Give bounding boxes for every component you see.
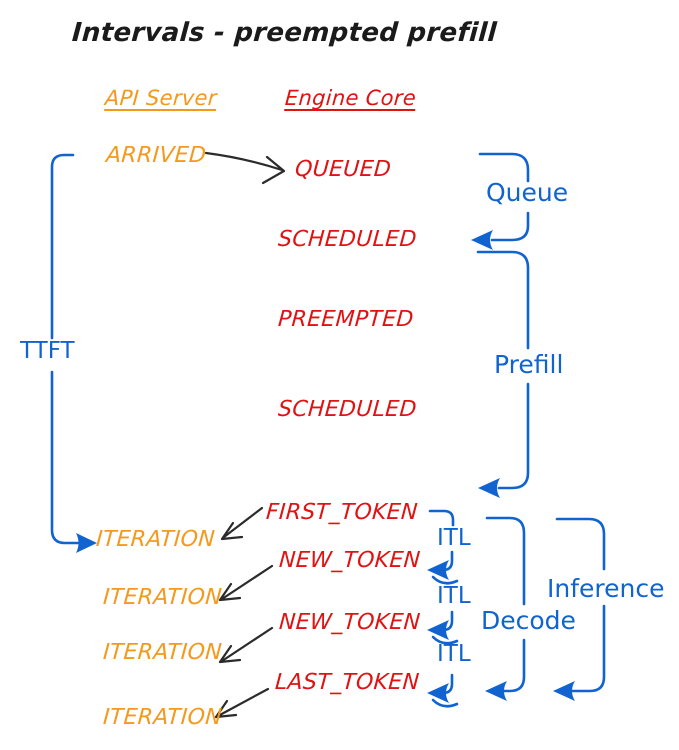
event-iteration-3: ITERATION	[102, 640, 223, 665]
decode-bracket-upper	[485, 516, 526, 606]
inference-arrowhead-icon	[553, 681, 575, 701]
itl2-arrow-tail	[431, 635, 459, 645]
decode-arrowhead-icon	[485, 681, 507, 701]
api-server-column-header: API Server	[104, 86, 218, 110]
itl2-arrowhead-icon	[427, 620, 449, 640]
interval-label-ttft: TTFT	[20, 338, 75, 364]
event-last-token: LAST_TOKEN	[274, 670, 421, 695]
interval-label-itl-1: ITL	[437, 525, 471, 551]
event-queued: QUEUED	[294, 157, 392, 182]
event-first-token: FIRST_TOKEN	[265, 500, 419, 525]
event-iteration-1: ITERATION	[95, 527, 216, 552]
queue-arrowhead-icon	[471, 230, 493, 250]
prefill-bracket-lower	[497, 382, 530, 490]
decode-bracket-lower	[501, 638, 526, 693]
first-token-to-iteration-arrow	[220, 506, 264, 541]
diagram-title: Intervals - preempted prefill	[70, 18, 498, 48]
ttft-bracket	[50, 153, 75, 340]
event-iteration-2: ITERATION	[102, 585, 223, 610]
prefill-arrowhead-icon	[478, 478, 500, 498]
last-token-to-iteration-arrow	[214, 687, 270, 719]
itl1-bracket-top	[428, 509, 455, 527]
engine-core-column-header: Engine Core	[284, 86, 417, 110]
ttft-bracket-lower	[50, 370, 82, 545]
new-token1-to-iteration-arrow	[218, 564, 274, 602]
itl3-arrow-tail	[431, 698, 459, 708]
inference-bracket-lower	[570, 604, 606, 693]
event-preempted: PREEMPTED	[277, 307, 415, 332]
event-scheduled-2: SCHEDULED	[277, 397, 418, 422]
interval-label-inference: Inference	[547, 574, 665, 603]
arrived-to-queued-arrow	[204, 151, 286, 185]
interval-label-prefill: Prefill	[494, 350, 564, 379]
itl1-arrow-tail	[431, 575, 459, 585]
queue-bracket-upper	[478, 152, 530, 183]
event-new-token-2: NEW_TOKEN	[278, 610, 422, 635]
itl3-arrowhead-icon	[427, 683, 449, 703]
interval-label-queue: Queue	[486, 178, 569, 207]
inference-bracket-upper	[555, 517, 606, 571]
interval-label-itl-2: ITL	[437, 583, 471, 609]
event-iteration-4: ITERATION	[102, 705, 223, 730]
ttft-arrowhead-icon	[76, 533, 97, 553]
interval-label-decode: Decode	[481, 606, 576, 635]
prefill-bracket-upper	[476, 250, 530, 350]
event-scheduled-1: SCHEDULED	[277, 227, 418, 252]
new-token2-to-iteration-arrow	[218, 626, 274, 664]
itl1-arrowhead-icon	[427, 560, 449, 580]
queue-bracket-lower	[490, 211, 530, 242]
interval-label-itl-3: ITL	[437, 641, 471, 667]
event-arrived: ARRIVED	[105, 143, 208, 168]
event-new-token-1: NEW_TOKEN	[278, 548, 422, 573]
